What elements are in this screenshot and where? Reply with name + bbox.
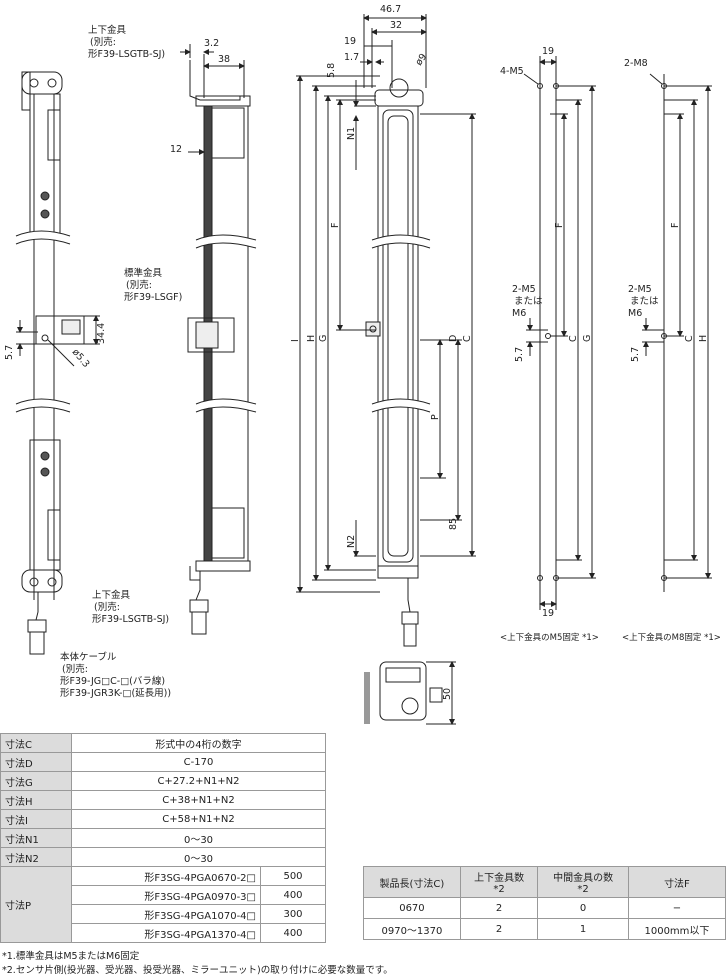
table-row: 0970〜1370 2 1 1000mm以下 [363, 918, 727, 940]
dim-dia-5-3: ø5.3 [70, 347, 92, 370]
m8-dim-H: H [698, 335, 709, 342]
m5-mid-label-1: 2-M5 [512, 284, 536, 295]
bracket-top-label-2: (別売: [90, 36, 116, 48]
dim-3-2: 3.2 [204, 38, 219, 49]
dim-50: 50 [442, 688, 453, 700]
dim-5-8: 5.8 [326, 63, 337, 78]
bracket-std-label-2: (別売: [126, 279, 152, 291]
footnote-1: *1.標準金具はM5またはM6固定 [2, 951, 140, 962]
m5-mid-label-2: または [514, 296, 543, 307]
footnote-2: *2.センサ片側(投光器、受光器、投受光器、ミラーユニット)の取り付けに必要な数… [2, 965, 393, 976]
cable-label-1: 本体ケーブル [60, 651, 117, 663]
table-row: 0670 2 0 − [363, 897, 727, 919]
dim-12: 12 [170, 144, 182, 155]
m8-hole-layout [642, 73, 712, 592]
side-view-left [14, 71, 100, 655]
table-row: 形F3SG-4PGA1370-4□400 [1, 923, 326, 943]
dim-D: D [448, 335, 459, 342]
bracket-bottom-label-3: 形F39-LSGTB-SJ) [92, 613, 169, 625]
bracket-top-label-1: 上下金具 [88, 24, 127, 36]
m5-dim-19-bottom: 19 [542, 608, 554, 619]
m5-dim-5-7: 5.7 [514, 347, 525, 362]
bracket-top-label-3: 形F39-LSGTB-SJ) [88, 48, 165, 60]
dim-P: P [430, 414, 441, 420]
bracket-bottom-label-1: 上下金具 [92, 589, 131, 601]
m8-dim-5-7: 5.7 [630, 347, 641, 362]
dim-38: 38 [218, 54, 230, 65]
m5-hole-layout [523, 56, 596, 610]
dim-I: I [290, 339, 301, 342]
connector-bottom-view [364, 661, 456, 725]
m8-top-label: 2-M8 [624, 58, 648, 69]
m8-mid-label-1: 2-M5 [628, 284, 652, 295]
m8-dim-C: C [684, 335, 695, 342]
m8-caption: <上下金具のM8固定 *1> [622, 632, 721, 643]
dim-N1: N1 [346, 127, 357, 140]
dim-G: G [318, 335, 329, 342]
m8-dim-F: F [670, 223, 681, 228]
dim-F: F [330, 223, 341, 228]
dim-19-top: 19 [344, 36, 356, 47]
bracket-std-label-3: 形F39-LSGF) [124, 291, 182, 303]
bracket-std-label-1: 標準金具 [124, 267, 163, 279]
bracket-quantity-table: 製品長(寸法C) 上下金具数 *2 中間金具の数 *2 寸法F 0670 2 0… [363, 866, 727, 940]
m5-top-label: 4-M5 [500, 66, 524, 77]
m8-mid-label-3: M6 [628, 308, 642, 319]
m5-dim-F: F [554, 223, 565, 228]
dim-dia-9: ø9 [413, 52, 429, 68]
dim-34-4: 34.4 [96, 323, 107, 344]
bracket-bottom-label-2: (別売: [94, 601, 120, 613]
m5-caption: <上下金具のM5固定 *1> [500, 632, 599, 643]
front-view [296, 14, 476, 647]
cable-label-2: (別売: [62, 663, 88, 675]
m5-dim-G: G [582, 335, 593, 342]
m5-dim-19: 19 [542, 46, 554, 57]
dimension-drawing: 3.2 38 12 5.7 34.4 ø5.3 上下金具 (別売: 形F39-L… [4, 4, 721, 725]
dim-32: 32 [390, 20, 402, 31]
dim-N2: N2 [346, 535, 357, 548]
m5-mid-label-3: M6 [512, 308, 526, 319]
dim-85: 85 [448, 518, 459, 530]
cable-label-4: 形F39-JGR3K-□(延長用)) [60, 687, 171, 699]
table-row: 形F3SG-4PGA0970-3□400 [1, 885, 326, 905]
m8-mid-label-2: または [630, 296, 659, 307]
m5-dim-C: C [568, 335, 579, 342]
dim-H: H [306, 335, 317, 342]
dim-1-7: 1.7 [344, 52, 359, 63]
cable-label-3: 形F39-JG□C-□(バラ線) [60, 675, 165, 687]
dim-C: C [462, 335, 473, 342]
side-view-brackets [180, 44, 258, 635]
table-header-row: 製品長(寸法C) 上下金具数 *2 中間金具の数 *2 寸法F [363, 866, 727, 898]
dim-46-7: 46.7 [380, 4, 401, 15]
dim-5-7-left: 5.7 [4, 345, 15, 360]
